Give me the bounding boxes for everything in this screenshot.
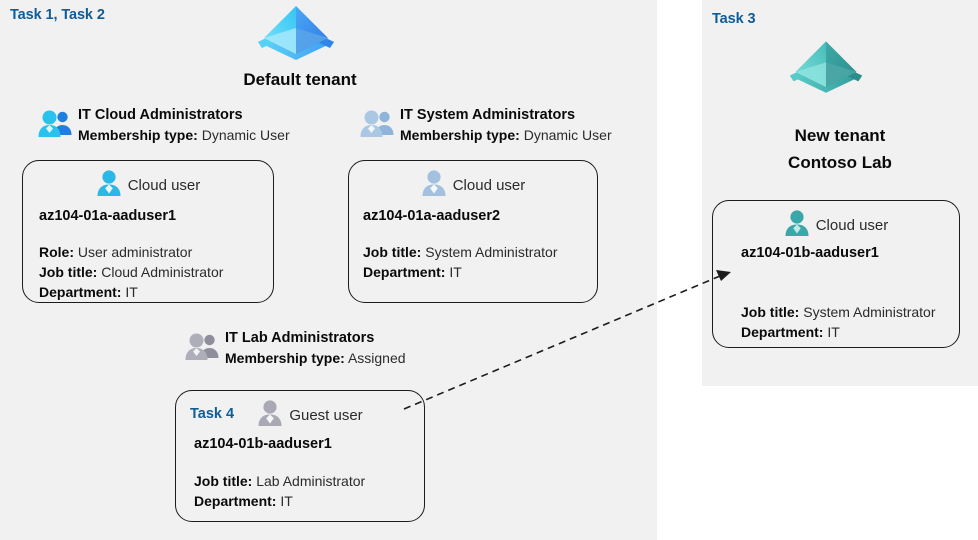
group-membership: Membership type: Dynamic User — [400, 125, 612, 146]
attr-job-title: Job title: Cloud Administrator — [39, 262, 223, 282]
attr-value: System Administrator — [803, 304, 936, 320]
cloud-user-icon — [421, 169, 447, 202]
membership-label: Membership type: — [400, 127, 520, 143]
user-card-guest-aaduser1[interactable]: Task 4 Guest user az104-01b-aaduser1 Job… — [175, 390, 425, 522]
username: az104-01b-aaduser1 — [194, 436, 332, 452]
attr-label: Job title: — [194, 473, 253, 489]
attr-job-title: Job title: System Administrator — [363, 242, 558, 262]
membership-label: Membership type: — [225, 350, 345, 366]
username: az104-01a-aaduser2 — [363, 208, 501, 224]
user-type-label: Guest user — [289, 406, 363, 424]
user-type-label: Cloud user — [127, 176, 201, 194]
card-header: Task 4 Guest user — [176, 397, 424, 433]
user-card-aaduser2[interactable]: Cloud user az104-01a-aaduser2 Job title:… — [348, 160, 598, 303]
attr-value: IT — [125, 284, 138, 300]
attr-value: IT — [827, 324, 840, 340]
attr-department: Department: IT — [39, 282, 223, 302]
attr-label: Job title: — [39, 264, 98, 280]
membership-value: Assigned — [347, 350, 406, 366]
attr-value: IT — [280, 493, 293, 509]
attr-label: Job title: — [363, 244, 422, 260]
attr-department: Department: IT — [363, 262, 558, 282]
attr-label: Department: — [363, 264, 446, 280]
task-label-3: Task 3 — [712, 11, 756, 27]
user-attributes: Job title: System Administrator Departme… — [741, 302, 936, 342]
group-name: IT Lab Administrators — [225, 330, 375, 346]
group-membership: Membership type: Dynamic User — [78, 125, 290, 146]
new-tenant-label-line2: Contoso Lab — [788, 153, 892, 172]
attr-label: Department: — [39, 284, 122, 300]
attr-value: IT — [449, 264, 462, 280]
attr-value: Cloud Administrator — [101, 264, 224, 280]
card-header: Cloud user — [349, 167, 597, 203]
default-tenant-label: Default tenant — [243, 70, 357, 89]
attr-job-title: Job title: System Administrator — [741, 302, 936, 322]
user-attributes: Role: User administrator Job title: Clou… — [39, 242, 223, 302]
attr-department: Department: IT — [741, 322, 936, 342]
attr-value: User administrator — [77, 244, 193, 260]
card-header: Cloud user — [23, 167, 273, 203]
attr-value: Lab Administrator — [256, 473, 366, 489]
user-card-aaduser1[interactable]: Cloud user az104-01a-aaduser1 Role: User… — [22, 160, 274, 303]
attr-value: System Administrator — [425, 244, 558, 260]
azure-tenant-icon — [254, 2, 338, 68]
username: az104-01b-aaduser1 — [741, 245, 879, 261]
user-type-label: Cloud user — [452, 176, 526, 194]
group-name: IT System Administrators — [400, 107, 576, 123]
new-tenant-label-line1: New tenant — [794, 126, 886, 145]
cloud-user-icon — [96, 169, 122, 202]
guest-user-icon — [257, 399, 283, 432]
group-name: IT Cloud Administrators — [78, 107, 243, 123]
group-users-icon — [360, 109, 394, 144]
task-label-4: Task 4 — [190, 406, 235, 422]
attr-job-title: Job title: Lab Administrator — [194, 471, 365, 491]
user-type-label: Cloud user — [815, 216, 889, 234]
attr-label: Department: — [194, 493, 277, 509]
user-attributes: Job title: System Administrator Departme… — [363, 242, 558, 282]
attr-department: Department: IT — [194, 491, 365, 511]
username: az104-01a-aaduser1 — [39, 208, 177, 224]
attr-label: Department: — [741, 324, 824, 340]
attr-role: Role: User administrator — [39, 242, 223, 262]
user-card-contoso-aaduser1[interactable]: Cloud user az104-01b-aaduser1 Job title:… — [712, 200, 960, 348]
user-attributes: Job title: Lab Administrator Department:… — [194, 471, 365, 511]
group-users-icon — [185, 332, 219, 367]
card-header: Cloud user — [713, 207, 959, 243]
group-users-icon — [38, 109, 72, 144]
membership-value: Dynamic User — [523, 127, 612, 143]
cloud-user-icon — [784, 209, 810, 242]
membership-value: Dynamic User — [201, 127, 290, 143]
membership-label: Membership type: — [78, 127, 198, 143]
group-membership: Membership type: Assigned — [225, 348, 406, 369]
attr-label: Job title: — [741, 304, 800, 320]
azure-tenant-icon — [786, 36, 866, 102]
task-label-1-2: Task 1, Task 2 — [10, 7, 105, 23]
default-tenant-panel — [0, 0, 657, 540]
attr-label: Role: — [39, 244, 74, 260]
